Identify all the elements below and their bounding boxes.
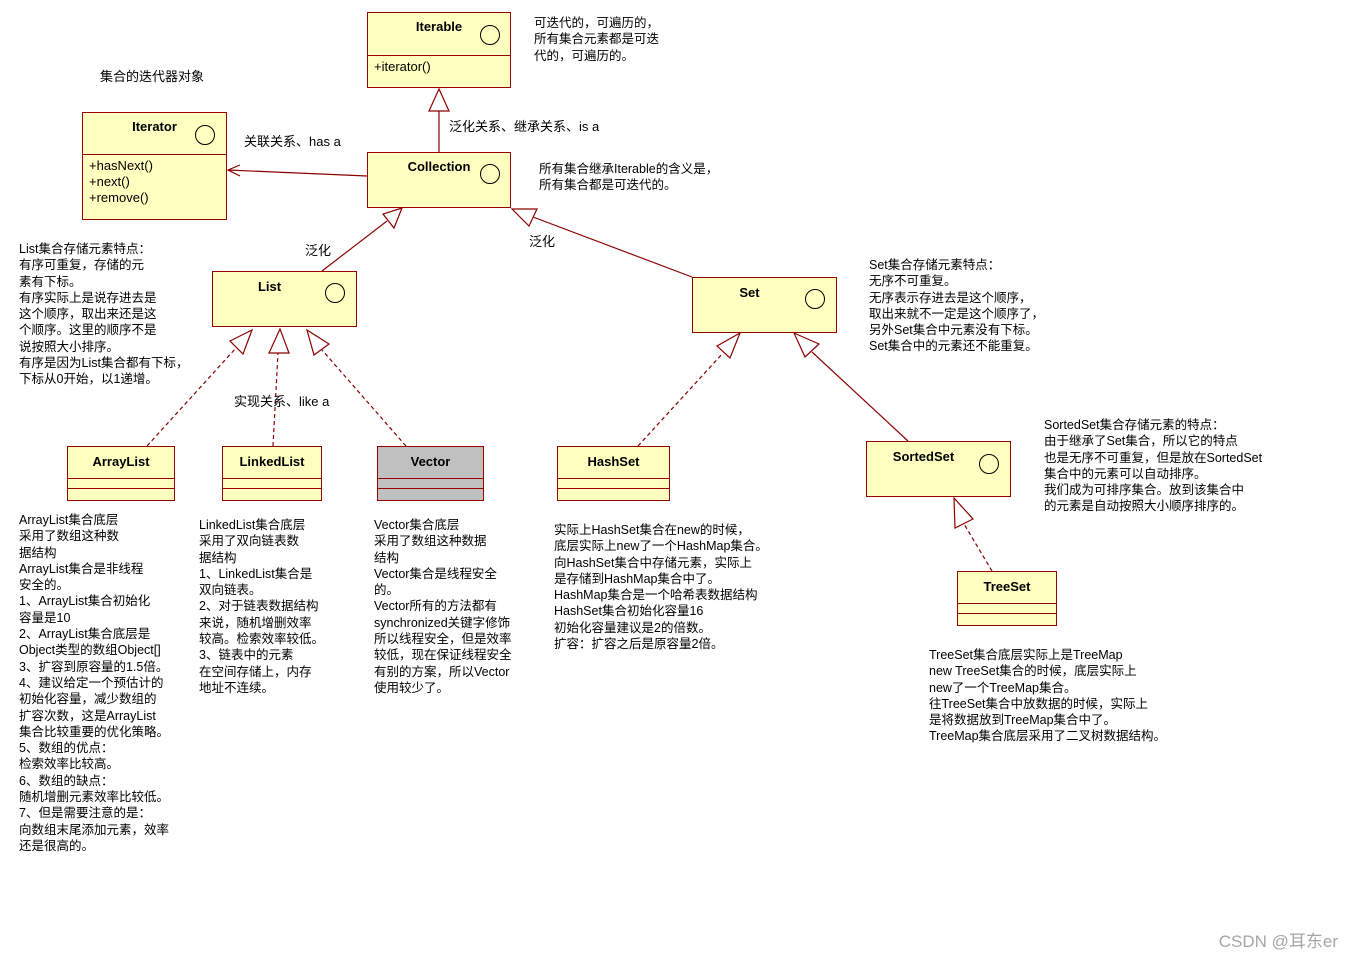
note-iterable: 可迭代的，可遍历的， 所有集合元素都是可迭 代的，可遍历的。 <box>534 16 660 63</box>
class-list: List <box>212 271 357 327</box>
class-name: SortedSet <box>892 449 955 464</box>
class-linkedlist: LinkedList <box>222 446 322 501</box>
class-circle-icon <box>195 125 215 145</box>
arrow-triangle <box>953 496 974 529</box>
class-treeset: TreeSet <box>957 571 1057 626</box>
op: +next() <box>89 174 130 189</box>
class-vector: Vector <box>377 446 484 501</box>
label-association: 关联关系、has a <box>244 134 341 149</box>
edge-hashset-set <box>637 352 724 447</box>
note-treeset: TreeSet集合底层实际上是TreeMap new TreeSet集合的时候，… <box>929 648 1167 744</box>
note-collection: 所有集合继承Iterable的含义是， 所有集合都是可迭代的。 <box>539 162 719 193</box>
class-sortedset: SortedSet <box>866 441 1011 497</box>
edge-treeset-sortedset <box>963 523 993 572</box>
class-name: HashSet <box>587 454 640 469</box>
class-name: Vector <box>410 454 451 469</box>
divider <box>68 488 174 489</box>
class-circle-icon <box>325 283 345 303</box>
arrow-triangle <box>715 331 742 360</box>
edge-sortedset-set <box>811 351 909 442</box>
class-iterator: Iterator +hasNext() +next() +remove() <box>82 112 227 220</box>
class-circle-icon <box>979 454 999 474</box>
class-circle-icon <box>480 25 500 45</box>
class-name: Collection <box>407 159 471 174</box>
arrow-triangle <box>792 331 821 359</box>
divider <box>68 478 174 479</box>
class-name: Iterator <box>132 119 177 134</box>
edge-arraylist-list <box>146 347 237 447</box>
note-sortedset: SortedSet集合存储元素的特点： 由于继承了Set集合，所以它的特点 也是… <box>1044 418 1263 514</box>
edge-linkedlist-list <box>272 352 279 447</box>
class-collection: Collection <box>367 152 511 208</box>
divider <box>558 478 669 479</box>
class-name: ArrayList <box>92 454 150 469</box>
class-set: Set <box>692 277 837 333</box>
watermark: CSDN @耳东er <box>1218 932 1338 951</box>
arrow-triangle <box>228 328 254 356</box>
divider <box>958 603 1056 604</box>
class-iterable: Iterable +iterator() <box>367 12 511 88</box>
edge-set-collection <box>532 216 693 278</box>
class-name: List <box>257 279 282 294</box>
arrow-triangle <box>268 327 290 354</box>
class-arraylist: ArrayList <box>67 446 175 501</box>
class-name: LinkedList <box>239 454 305 469</box>
edge-vector-list <box>321 349 407 447</box>
class-circle-icon <box>805 289 825 309</box>
arrow-triangle <box>428 87 450 112</box>
note-linkedlist: LinkedList集合底层 采用了双向链表数 据结构 1、LinkedList… <box>199 518 325 695</box>
label-realization-like-a: 实现关系、like a <box>234 394 330 409</box>
divider <box>558 488 669 489</box>
divider <box>958 613 1056 614</box>
divider <box>223 488 321 489</box>
divider <box>378 488 483 489</box>
divider <box>223 478 321 479</box>
class-name: TreeSet <box>983 579 1031 594</box>
note-set: Set集合存储元素特点： 无序不可重复。 无序表示存进去是这个顺序， 取出来就不… <box>869 258 1045 354</box>
arrow-triangle <box>305 328 331 356</box>
divider <box>368 55 510 56</box>
arrow-triangle <box>510 208 538 228</box>
label-generalization-is-a: 泛化关系、继承关系、is a <box>449 119 600 134</box>
divider <box>83 154 226 155</box>
edge-list-collection <box>321 220 388 272</box>
op: +remove() <box>89 190 149 205</box>
label-generalization-left: 泛化 <box>305 243 332 258</box>
class-hashset: HashSet <box>557 446 670 501</box>
op: +hasNext() <box>89 158 153 173</box>
arrow-triangle <box>381 207 404 230</box>
note-arraylist: ArrayList集合底层 采用了数组这种数 据结构 ArrayList集合是非… <box>19 513 170 853</box>
op: +iterator() <box>374 59 431 74</box>
divider <box>378 478 483 479</box>
edge-collection-iterator <box>227 169 368 177</box>
class-name: Iterable <box>415 19 463 34</box>
class-ops: +hasNext() +next() +remove() <box>89 158 153 206</box>
class-circle-icon <box>480 164 500 184</box>
label-generalization-right: 泛化 <box>529 234 556 249</box>
note-hashset: 实际上HashSet集合在new的时候， 底层实际上new了一个HashMap集… <box>554 523 768 652</box>
note-list: List集合存储元素特点： 有序可重复，存储的元 素有下标。 有序实际上是说存进… <box>19 242 189 387</box>
class-name: Set <box>739 285 760 300</box>
note-vector: Vector集合底层 采用了数组这种数据 结构 Vector集合是线程安全 的。… <box>374 518 512 695</box>
class-ops: +iterator() <box>374 59 431 75</box>
label-iterator-object: 集合的迭代器对象 <box>100 69 205 84</box>
arrow-open <box>226 164 241 177</box>
